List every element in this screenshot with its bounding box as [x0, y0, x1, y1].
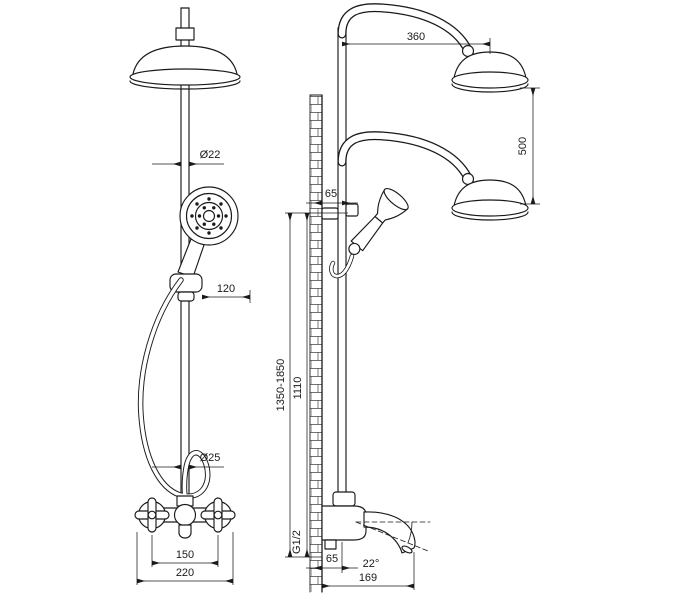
front-mixer-outlet — [178, 524, 192, 539]
front-hand-shower-handle — [177, 238, 205, 278]
dim-inlet-thread: G1/2 — [291, 530, 303, 554]
side-mixer-body — [321, 505, 367, 541]
side-hand-shower — [329, 188, 409, 279]
side-mixer-diverter — [332, 491, 356, 507]
dim-arm-reach-label: 360 — [407, 31, 425, 43]
front-hand-shower-spray-nozzles — [190, 197, 228, 235]
side-upper-arm — [337, 3, 473, 55]
dim-spout-angle: 22° — [363, 558, 380, 570]
dim-spout-angle-label: 22° — [363, 558, 380, 570]
side-lower-arm — [337, 131, 473, 183]
dim-mixer-width-label: 220 — [176, 567, 194, 579]
front-hand-shower — [177, 186, 239, 278]
side-mixer — [321, 491, 416, 554]
side-wall — [309, 94, 323, 593]
front-mixer-handle-left — [134, 497, 170, 533]
front-shower-hose — [137, 277, 211, 509]
dim-inlet-thread-label: G1/2 — [291, 530, 303, 554]
dim-spout-reach: 169 — [322, 552, 415, 590]
dim-head-travel: 500 — [517, 87, 540, 205]
dim-spout-reach-label: 169 — [359, 572, 377, 584]
dim-handle-spacing-label: 150 — [176, 549, 194, 561]
front-mixer-center — [173, 503, 197, 527]
side-lower-head — [451, 172, 529, 221]
side-hand-shower-holder — [345, 203, 359, 217]
dim-wall-offset-top: 65 — [306, 188, 358, 206]
dim-upper-tube-diameter: Ø22 — [152, 149, 224, 167]
dim-lower-tube-diameter: Ø25 — [152, 452, 224, 470]
front-view — [129, 7, 241, 539]
dim-arm-reach: 360 — [342, 31, 491, 54]
dim-head-travel-label: 500 — [517, 137, 529, 155]
side-riser-pipe — [337, 27, 347, 507]
dim-overall-height-range: 1350-1850 — [275, 212, 348, 558]
side-mixer-aerator — [401, 545, 413, 554]
dim-handle-spacing: 150 — [151, 535, 219, 567]
dim-wall-offset-bottom: 65 — [306, 542, 358, 573]
front-top-fitting — [175, 27, 195, 41]
dim-riser-length-label: 1110 — [292, 377, 304, 400]
dim-wall-offset-bottom-label: 65 — [326, 553, 338, 565]
dim-lower-tube-diameter-label: Ø25 — [200, 452, 221, 464]
side-wall-bracket — [321, 207, 339, 220]
dim-riser-length: 1110 — [292, 213, 310, 557]
side-hand-shower-hose — [329, 253, 355, 279]
side-spout-centerlines — [355, 521, 431, 552]
dim-holder-length: 120 — [202, 283, 251, 303]
side-view — [309, 3, 529, 593]
dim-overall-height-range-label: 1350-1850 — [275, 359, 287, 412]
side-mixer-inlet — [324, 539, 337, 550]
front-mixer — [134, 495, 236, 539]
dim-upper-tube-diameter-label: Ø22 — [200, 149, 221, 161]
dim-holder-length-label: 120 — [217, 283, 235, 295]
dim-mixer-width: 220 — [136, 532, 234, 585]
front-mixer-handle-right — [200, 497, 236, 533]
front-shower-head — [129, 45, 241, 90]
side-upper-head — [451, 44, 529, 93]
dimensions-layer: 360 500 Ø22 120 Ø25 1350-1850 — [136, 31, 540, 590]
dim-wall-offset-top-label: 65 — [325, 188, 337, 200]
